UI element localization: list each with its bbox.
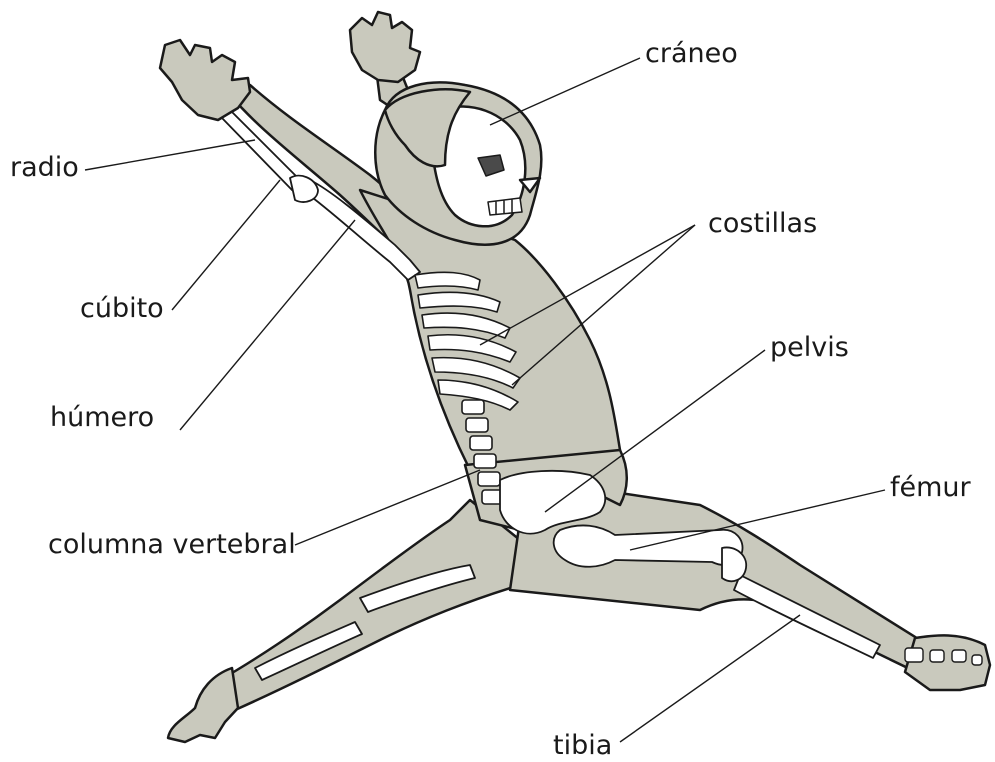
left-hand — [350, 12, 420, 82]
elbow-joint — [290, 176, 318, 202]
left-foot — [168, 668, 238, 742]
label-columna: columna vertebral — [48, 531, 296, 558]
leader-tibia — [620, 615, 800, 742]
label-costillas: costillas — [708, 210, 817, 237]
label-craneo: cráneo — [645, 40, 738, 67]
right-hand — [160, 40, 250, 120]
label-tibia: tibia — [553, 732, 612, 759]
leader-humero — [180, 220, 355, 430]
leader-cubito — [172, 180, 280, 310]
leader-radio — [85, 140, 255, 170]
label-radio: radio — [10, 154, 79, 181]
leader-craneo — [490, 58, 640, 125]
label-humero: húmero — [50, 404, 154, 431]
label-femur: fémur — [890, 474, 971, 501]
label-cubito: cúbito — [80, 295, 164, 322]
label-pelvis: pelvis — [770, 334, 849, 361]
